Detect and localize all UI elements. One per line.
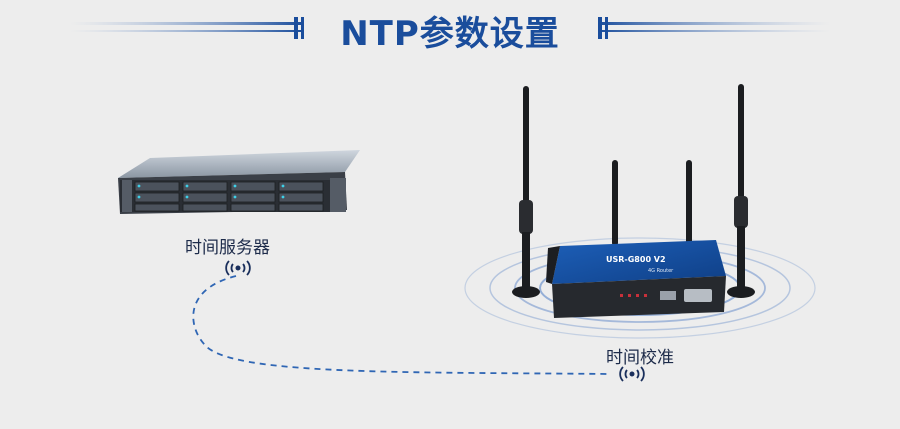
header-left-rule bbox=[70, 17, 304, 39]
dashed-connection-path bbox=[192, 275, 611, 375]
server-label: 时间服务器 bbox=[185, 238, 270, 258]
header-right-rule bbox=[598, 17, 830, 39]
page-title: NTP参数设置 bbox=[340, 14, 560, 54]
router-subtitle-text: 4G Router bbox=[648, 268, 674, 274]
wifi-signal-icon bbox=[619, 366, 645, 382]
rack-server-image bbox=[118, 150, 360, 214]
router-label: 时间校准 bbox=[606, 348, 674, 368]
router-image: USR-G800 V2 4G Router bbox=[512, 84, 755, 318]
router-model-text: USR-G800 V2 bbox=[606, 255, 666, 264]
wifi-signal-icon bbox=[225, 260, 251, 276]
